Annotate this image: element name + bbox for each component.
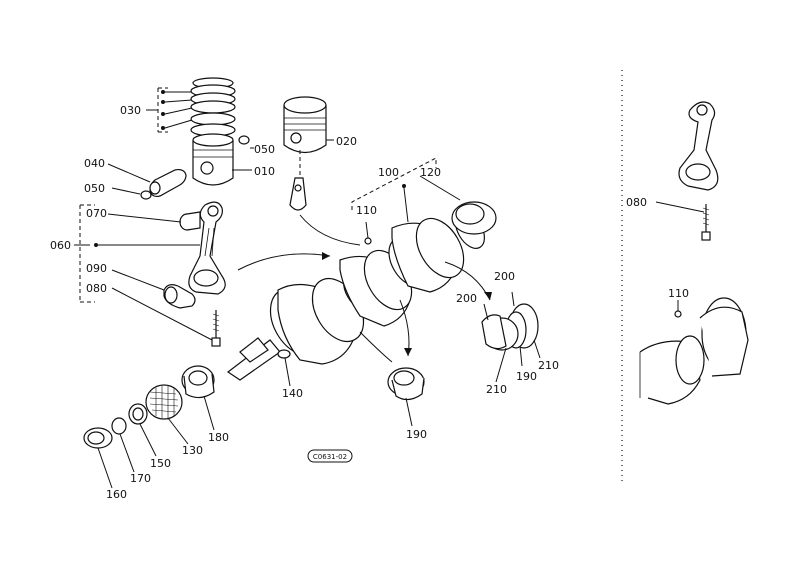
label-060: 060 — [50, 239, 71, 252]
rod-bearing — [163, 284, 196, 309]
key-140 — [277, 349, 291, 359]
label-100: 100 — [378, 166, 399, 179]
label-120: 120 — [420, 166, 441, 179]
label-080: 080 — [86, 282, 107, 295]
label-200a: 200 — [494, 270, 515, 283]
piston-assembly — [283, 96, 361, 246]
label-190a: 190 — [516, 370, 537, 383]
collar-160 — [83, 427, 113, 449]
plug-110 — [364, 221, 372, 245]
label-210b: 210 — [486, 383, 507, 396]
collar-150 — [128, 403, 148, 425]
snap-ring-b — [140, 190, 152, 200]
label-200b: 200 — [456, 292, 477, 305]
crankshaft — [226, 211, 486, 381]
label-030: 030 — [120, 104, 141, 117]
label-110-detail: 110 — [668, 287, 689, 300]
label-090: 090 — [86, 262, 107, 275]
piston — [192, 133, 234, 186]
label-110: 110 — [356, 204, 377, 217]
label-070: 070 — [86, 207, 107, 220]
assembly-arrows — [237, 252, 492, 363]
bearing-group-right — [481, 291, 539, 351]
label-050a: 050 — [254, 143, 275, 156]
label-080-detail: 080 — [626, 196, 647, 209]
rod-bolt — [211, 310, 221, 347]
label-040: 040 — [84, 157, 105, 170]
snap-ring-a — [238, 135, 250, 145]
piston-rings — [190, 77, 236, 137]
label-190b: 190 — [406, 428, 427, 441]
label-010: 010 — [254, 165, 275, 178]
label-130: 130 — [182, 444, 203, 457]
figure-code-tag: C0631-02 — [307, 449, 353, 463]
leader-lines — [74, 139, 705, 489]
callout-labels: 030 020 050 010 040 050 070 060 090 080 … — [50, 104, 689, 501]
detail-connecting-rod — [678, 101, 719, 241]
o-ring-170 — [111, 417, 127, 435]
label-140: 140 — [282, 387, 303, 400]
label-150: 150 — [150, 457, 171, 470]
label-170: 170 — [130, 472, 151, 485]
bracket-100 — [351, 157, 437, 223]
oil-seal — [451, 201, 497, 235]
label-050b: 050 — [84, 182, 105, 195]
label-210a: 210 — [538, 359, 559, 372]
label-160: 160 — [106, 488, 127, 501]
detail-crankshaft — [639, 297, 749, 405]
figure-code: C0631-02 — [313, 453, 347, 461]
rings-bracket — [146, 87, 193, 133]
main-bearing — [387, 367, 425, 401]
label-180: 180 — [208, 431, 229, 444]
piston-pin — [149, 168, 187, 198]
connecting-rod — [79, 201, 226, 303]
bearing-180 — [181, 365, 215, 399]
crank-gear — [145, 384, 183, 420]
label-020: 020 — [336, 135, 357, 148]
